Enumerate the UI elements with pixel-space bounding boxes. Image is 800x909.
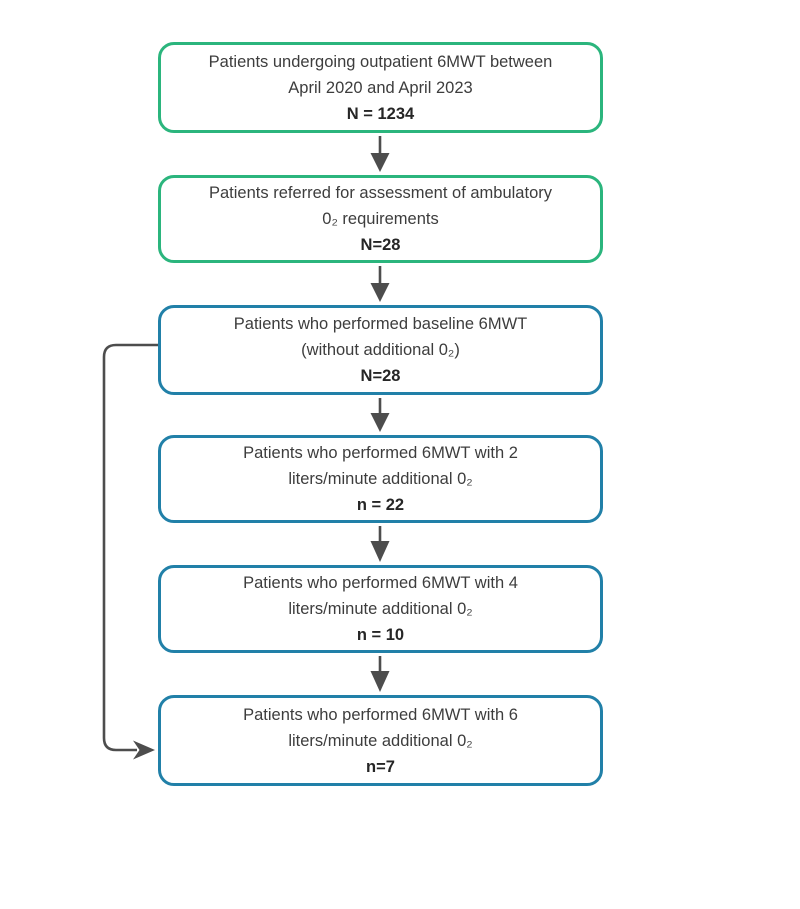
flow-box-line: Patients who performed baseline 6MWT <box>233 315 528 333</box>
flow-box-line: liters/minute additional 0₂ <box>288 470 473 488</box>
flow-arrow-2 <box>370 266 390 302</box>
flow-box-line: April 2020 and April 2023 <box>288 78 473 97</box>
flow-box-count: N=28 <box>360 236 401 254</box>
flow-box-baseline-6mwt: Patients who performed baseline 6MWT (wi… <box>158 305 603 395</box>
flow-box-count: n = 22 <box>356 496 405 514</box>
flow-box-line: Patients who performed 6MWT with 4 <box>243 574 518 592</box>
flow-box-referred-ambulatory-o2: Patients referred for assessment of ambu… <box>158 175 603 263</box>
flow-box-6mwt-6l: Patients who performed 6MWT with 6 liter… <box>158 695 603 786</box>
flow-box-line: Patients undergoing outpatient 6MWT betw… <box>208 52 553 71</box>
loop-connector-arrow <box>102 343 158 760</box>
flow-box-line: liters/minute additional 0₂ <box>288 731 473 750</box>
flow-arrow-3 <box>370 398 390 432</box>
flow-box-line: 0₂ requirements <box>322 210 439 228</box>
flow-box-count: n = 10 <box>356 626 405 644</box>
flow-box-6mwt-2l: Patients who performed 6MWT with 2 liter… <box>158 435 603 523</box>
flow-box-6mwt-4l: Patients who performed 6MWT with 4 liter… <box>158 565 603 653</box>
flow-box-line: Patients who performed 6MWT with 6 <box>243 705 518 724</box>
flow-box-outpatient-6mwt: Patients undergoing outpatient 6MWT betw… <box>158 42 603 133</box>
flow-box-line: Patients referred for assessment of ambu… <box>209 184 552 202</box>
flow-box-count: N = 1234 <box>346 104 415 123</box>
flow-box-count: N=28 <box>360 367 401 385</box>
flow-box-line: Patients who performed 6MWT with 2 <box>243 444 518 462</box>
flow-arrow-4 <box>370 526 390 562</box>
flow-box-count: n=7 <box>366 757 395 776</box>
flow-box-line: (without additional 0₂) <box>301 341 460 359</box>
flow-box-line: liters/minute additional 0₂ <box>288 600 473 618</box>
flow-arrow-5 <box>370 656 390 692</box>
flow-arrow-1 <box>370 136 390 172</box>
